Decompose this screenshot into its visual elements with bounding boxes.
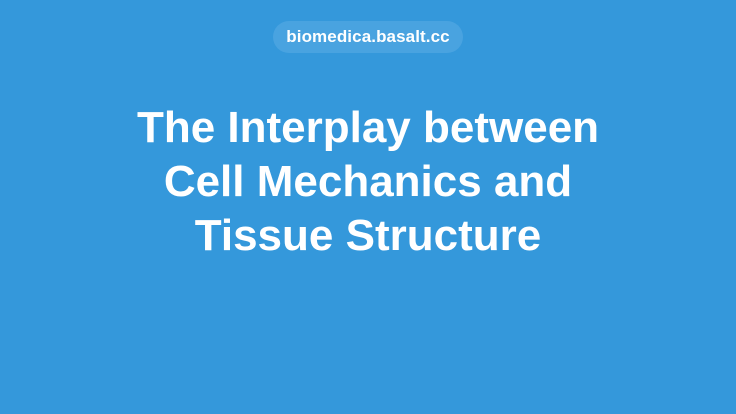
- site-domain-badge[interactable]: biomedica.basalt.cc: [273, 21, 463, 53]
- title-container: The Interplay between Cell Mechanics and…: [0, 101, 736, 263]
- site-domain-label: biomedica.basalt.cc: [286, 27, 450, 46]
- page-title: The Interplay between Cell Mechanics and…: [136, 103, 600, 260]
